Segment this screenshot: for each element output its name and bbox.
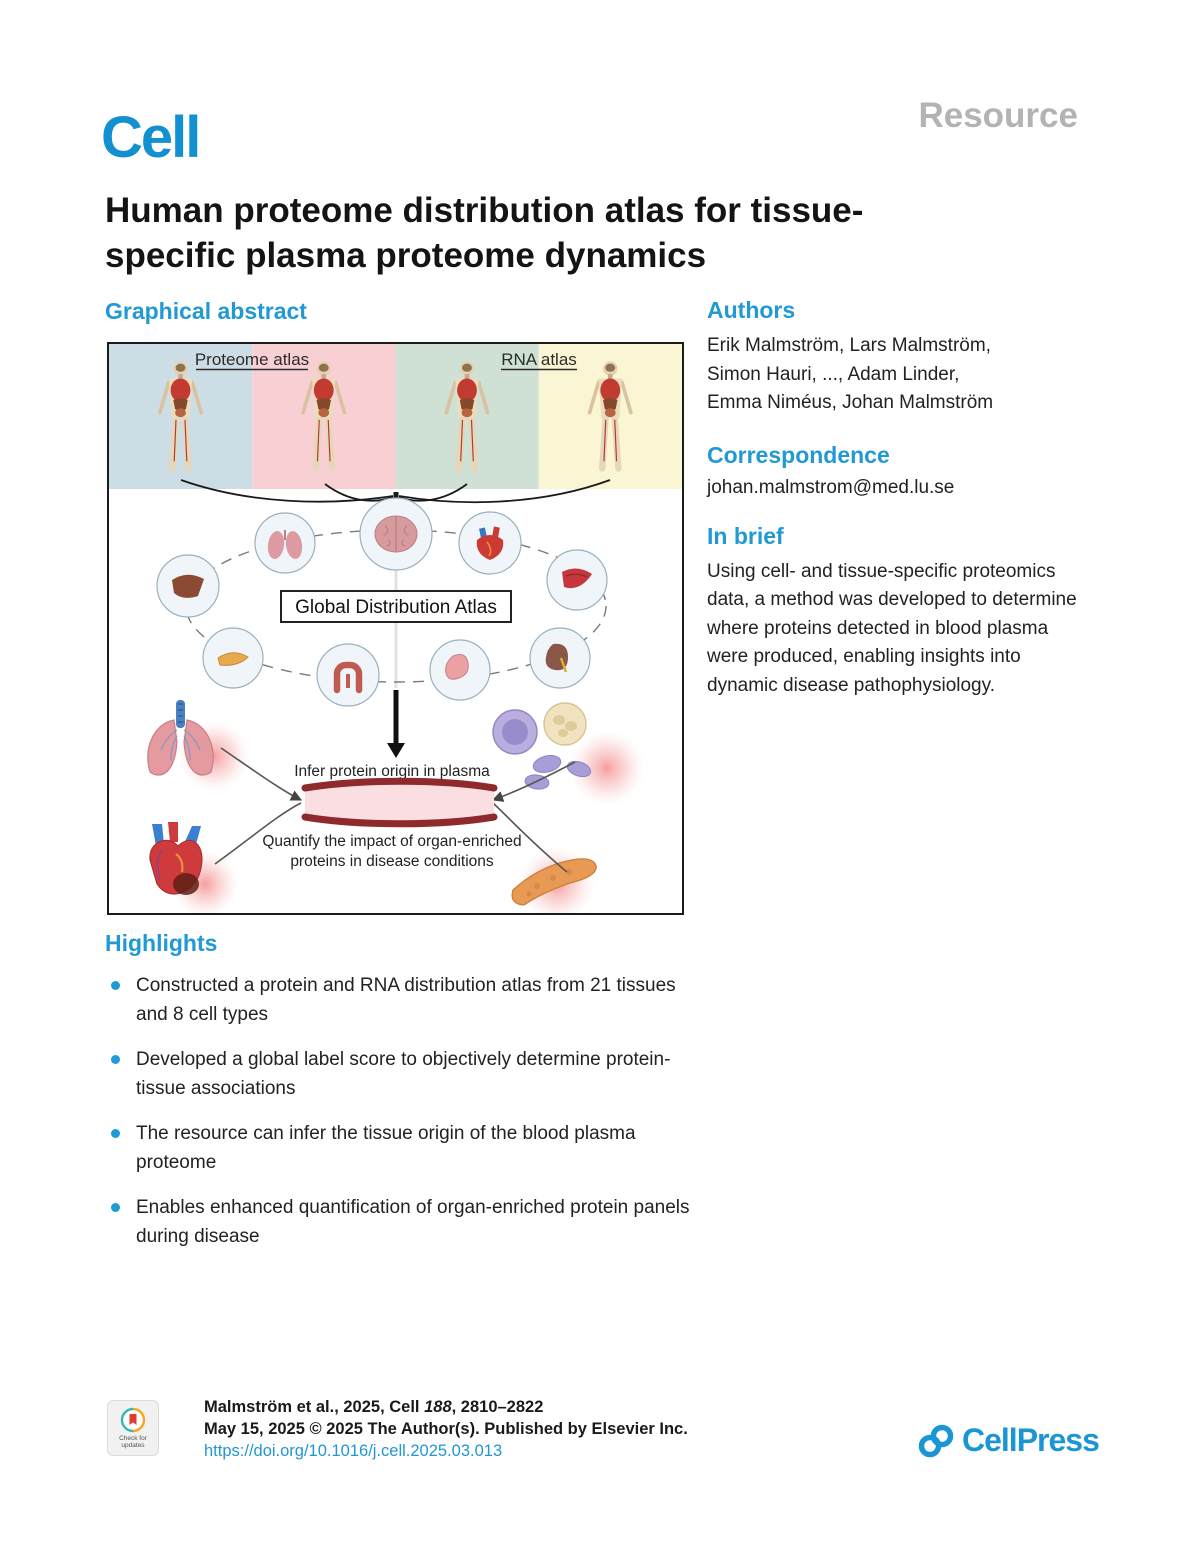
in-brief-text: Using cell- and tissue-specific proteomi… xyxy=(707,560,1077,696)
proteome-atlas-label: Proteome atlas xyxy=(195,350,309,369)
highlight-item: Constructed a protein and RNA distributi… xyxy=(105,971,705,1029)
article-type-label: Resource xyxy=(918,96,1078,135)
check-for-updates-label: Check for updates xyxy=(119,1435,147,1449)
highlight-item: Enables enhanced quantification of organ… xyxy=(105,1193,705,1251)
article-title-line1: Human proteome distribution atlas for ti… xyxy=(105,191,864,230)
doi-link[interactable]: https://doi.org/10.1016/j.cell.2025.03.0… xyxy=(204,1442,503,1460)
bullet-icon xyxy=(111,1203,120,1212)
check-for-updates-badge[interactable]: Check for updates xyxy=(107,1400,159,1456)
correspondence-email[interactable]: johan.malmstrom@med.lu.se xyxy=(707,476,955,498)
blood-vessel-icon xyxy=(301,777,498,828)
info-column: Authors Erik Malmström, Lars Malmström, … xyxy=(707,297,1087,724)
lungs-icon xyxy=(254,512,316,574)
author-names-line2: Simon Hauri, ..., Adam Linder, xyxy=(707,363,960,385)
bullet-icon xyxy=(111,1055,120,1064)
rna-atlas-label: RNA atlas xyxy=(501,350,577,369)
liver-icon xyxy=(156,554,220,618)
highlight-text: Enables enhanced quantification of organ… xyxy=(136,1197,690,1247)
cellpress-logo: CellPress xyxy=(916,1422,1100,1459)
muscle-icon xyxy=(546,549,608,611)
in-brief-section: In brief Using cell- and tissue-specific… xyxy=(707,523,1087,701)
organ-ring xyxy=(156,497,608,707)
pancreas-small-icon xyxy=(202,627,264,689)
brain-icon xyxy=(359,497,433,571)
quantify-label-line2: proteins in disease conditions xyxy=(290,853,494,870)
immune-cells-icon xyxy=(492,702,592,790)
highlight-text: Constructed a protein and RNA distributi… xyxy=(136,975,676,1025)
correspondence-section: Correspondence johan.malmstrom@med.lu.se xyxy=(707,442,1087,499)
pancreas-large-icon xyxy=(511,858,597,906)
article-title-line2: specific plasma proteome dynamics xyxy=(105,236,707,275)
correspondence-heading: Correspondence xyxy=(707,441,890,468)
stomach-icon xyxy=(429,639,491,701)
check-for-updates-icon xyxy=(120,1407,146,1433)
highlight-text: Developed a global label score to object… xyxy=(136,1049,671,1099)
cell-journal-logo: Cell xyxy=(101,105,201,170)
author-names-line1: Erik Malmström, Lars Malmström, xyxy=(707,335,991,356)
bullet-icon xyxy=(111,981,120,990)
citation-line: Malmström et al., 2025, Cell 188, 2810–2… xyxy=(204,1398,544,1416)
connector-arrows xyxy=(214,747,576,873)
citation-block: Malmström et al., 2025, Cell 188, 2810–2… xyxy=(204,1396,688,1462)
citation-volume: 188 xyxy=(424,1398,452,1416)
converging-lines xyxy=(180,479,611,504)
quantify-label-line1: Quantify the impact of organ-enriched xyxy=(262,833,521,850)
bullet-icon xyxy=(111,1129,120,1138)
intestine-icon xyxy=(316,643,380,707)
graphical-abstract-heading: Graphical abstract xyxy=(105,298,307,324)
lungs-large-icon xyxy=(147,700,214,776)
graphical-abstract-svg: Proteome atlas RNA atlas xyxy=(109,344,682,913)
cellpress-icon xyxy=(918,1424,954,1457)
kidney-icon xyxy=(529,627,591,689)
highlights-section: Highlights Constructed a protein and RNA… xyxy=(105,930,705,1267)
highlights-heading: Highlights xyxy=(105,930,218,956)
highlight-item: Developed a global label score to object… xyxy=(105,1045,705,1103)
heart-small-icon xyxy=(458,511,522,575)
infer-protein-origin-label: Infer protein origin in plasma xyxy=(294,763,490,780)
license-line: May 15, 2025 © 2025 The Author(s). Publi… xyxy=(204,1420,688,1438)
global-distribution-atlas-label: Global Distribution Atlas xyxy=(295,597,497,618)
authors-heading: Authors xyxy=(707,297,796,323)
cellpress-wordmark: CellPress xyxy=(962,1422,1100,1458)
heart-large-icon xyxy=(149,822,203,895)
authors-section: Authors Erik Malmström, Lars Malmström, … xyxy=(707,297,1087,418)
article-title: Human proteome distribution atlas for ti… xyxy=(105,188,1025,278)
highlights-list: Constructed a protein and RNA distributi… xyxy=(105,971,705,1251)
highlight-text: The resource can infer the tissue origin… xyxy=(136,1123,636,1173)
global-distribution-atlas-box: Global Distribution Atlas xyxy=(280,590,512,623)
atlas-panels: Proteome atlas RNA atlas xyxy=(109,344,682,489)
down-arrow-icon xyxy=(387,690,405,758)
graphical-abstract-figure: Proteome atlas RNA atlas xyxy=(107,342,684,915)
in-brief-heading: In brief xyxy=(707,522,784,549)
highlight-item: The resource can infer the tissue origin… xyxy=(105,1119,705,1177)
author-names-line3: Emma Niméus, Johan Malmström xyxy=(707,392,994,413)
